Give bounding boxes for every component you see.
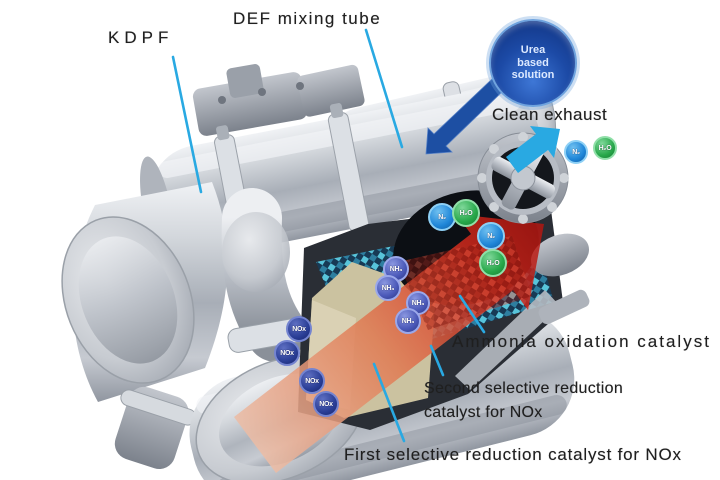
clean-exhaust-label: Clean exhaust xyxy=(492,105,608,124)
urea-based-solution-badge: Urea based solution xyxy=(489,19,577,107)
kdpf-canister xyxy=(61,182,228,470)
second-scr-leader-line xyxy=(429,344,445,377)
second-scr-line2: catalyst for NOx xyxy=(424,404,543,421)
second-scr-catalyst-label: Second selective reduction catalyst for … xyxy=(424,377,623,425)
kdpf-label: KDPF xyxy=(108,28,174,47)
second-scr-line1: Second selective reduction xyxy=(424,380,624,397)
mounting-brackets xyxy=(192,64,365,136)
urea-injection-arrow-icon xyxy=(425,78,504,155)
kdpf-leader-line xyxy=(171,55,203,194)
urea-badge-line: Urea xyxy=(520,44,546,57)
ammonia-oxidation-catalyst-label: Ammonia oxidation catalyst xyxy=(452,332,711,351)
def-mixing-tube-leader-line xyxy=(364,28,404,149)
def-mixing-tube-label: DEF mixing tube xyxy=(233,9,382,28)
first-scr-catalyst-label: First selective reduction catalyst for N… xyxy=(344,445,682,464)
first-scr-leader-line xyxy=(372,362,406,443)
urea-badge-line: solution xyxy=(511,69,555,82)
ammonia-leader-line xyxy=(458,294,486,334)
clean-exhaust-arrow-icon xyxy=(506,126,560,173)
urea-badge-line: based xyxy=(517,56,549,69)
exhaust-outlet xyxy=(477,132,569,224)
